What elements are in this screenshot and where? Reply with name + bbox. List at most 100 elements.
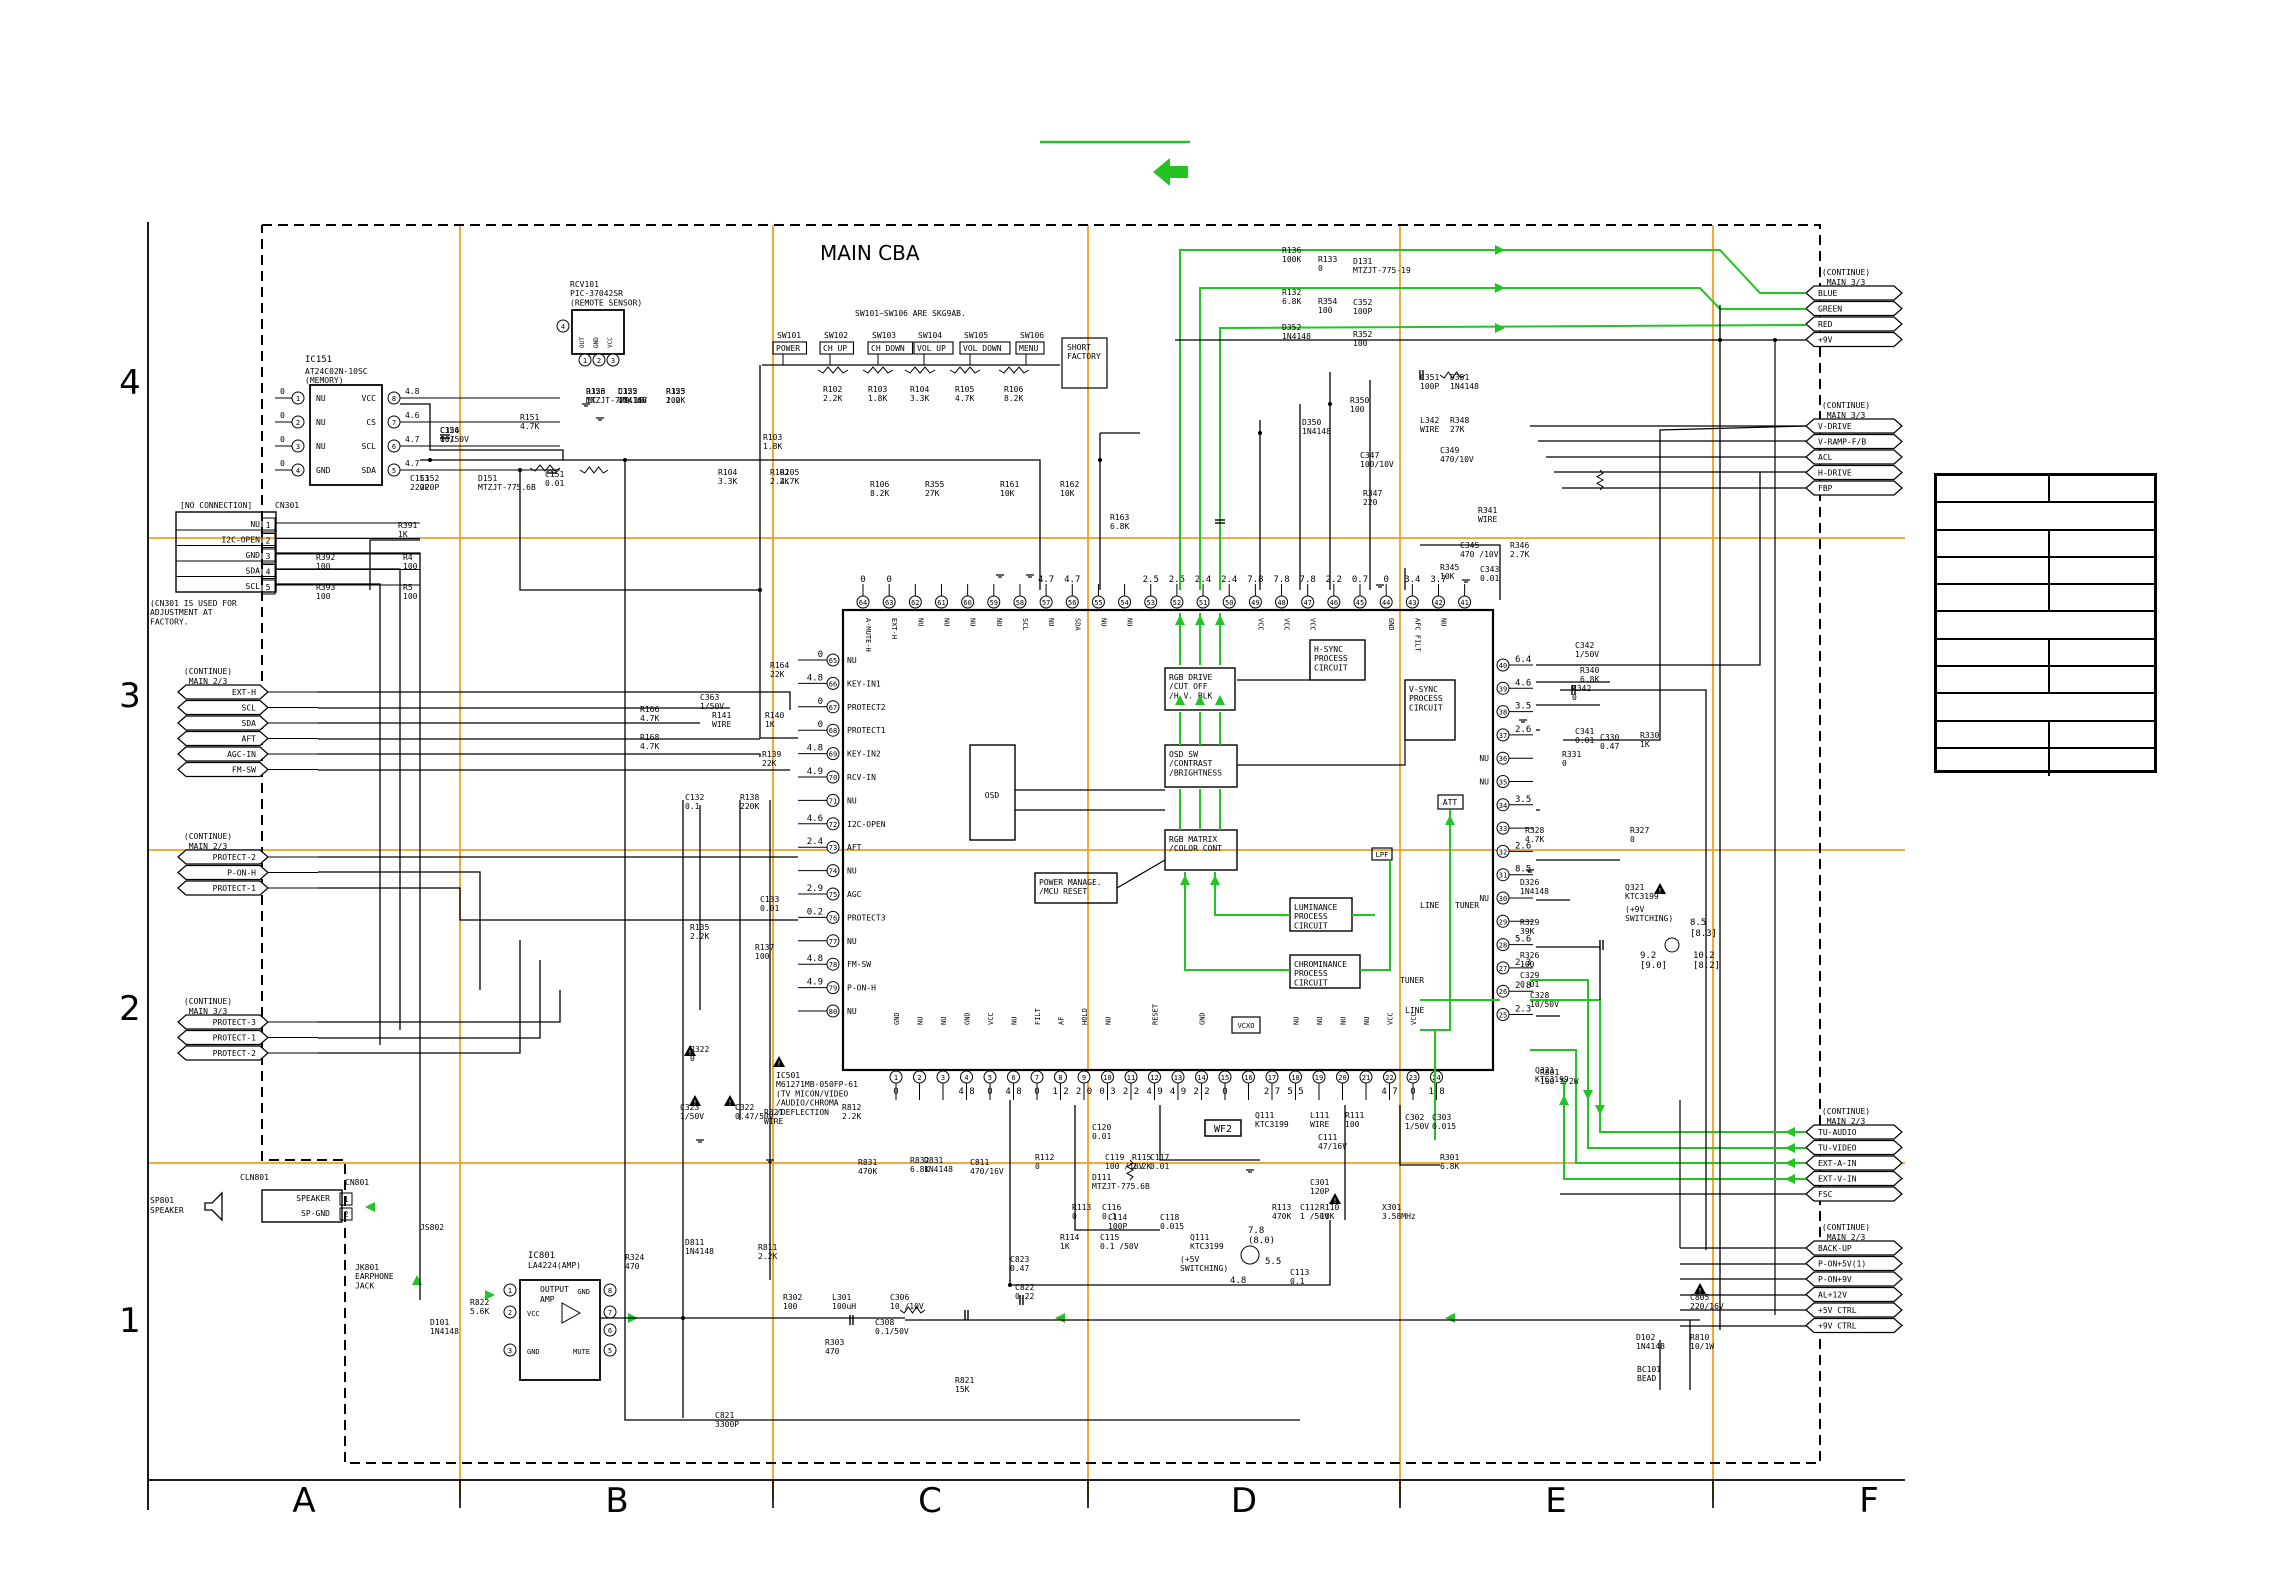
- back-arrow-icon[interactable]: [1153, 158, 1188, 186]
- component-value: 4.7K: [1525, 835, 1544, 844]
- component-value: WIRE: [1420, 425, 1439, 434]
- ic-right-pin-voltage: 5.6: [1515, 935, 1531, 945]
- ic-right-pin-voltage: 2.6: [1515, 841, 1531, 851]
- switch-button: [1015, 341, 1045, 355]
- component-ref: C119: [1105, 1153, 1124, 1162]
- component-value: 0.1: [440, 435, 455, 444]
- component-ref: R811: [758, 1243, 777, 1252]
- cn301-note: FACTORY.: [150, 617, 189, 626]
- ic-top-pin-number: 56: [1068, 599, 1076, 607]
- ic-left-pin-label: NU: [847, 656, 857, 665]
- ic-left-pin-number: 71: [829, 797, 837, 805]
- jack-label: EARPHONE: [355, 1272, 394, 1281]
- component-value: 0.1/50V: [875, 1327, 909, 1336]
- cn301-pin: I2C-OPEN: [221, 536, 260, 545]
- switch-label: VOL UP: [917, 344, 946, 353]
- ic-right-pin-voltage: 4.6: [1515, 678, 1531, 688]
- component-ref: C352: [1353, 298, 1372, 307]
- speaker-plug-label: CLN801: [240, 1173, 269, 1182]
- ic801-pin-number: 5: [608, 1347, 612, 1355]
- switch-ref: SW106: [1020, 331, 1044, 340]
- component-ref: R155: [666, 387, 685, 396]
- ic-bottom-pin-number: 4: [964, 1074, 968, 1082]
- ic-right-pin-number: 29: [1499, 918, 1507, 926]
- component-ref: R392: [316, 553, 335, 562]
- ic-left-pin-label: AGC: [847, 890, 862, 899]
- component-value: 1K: [398, 530, 408, 539]
- component-ref: R342: [1572, 684, 1591, 693]
- component-ref: C322: [735, 1103, 754, 1112]
- signal-arrow-icon: [1559, 1095, 1569, 1105]
- switch-label: MENU: [1019, 344, 1038, 353]
- component-value: KTC3199: [1255, 1120, 1289, 1129]
- signal-arrow-icon: [1495, 283, 1505, 293]
- component-ref: D322: [618, 387, 637, 396]
- rcv101-label: RCV101: [570, 280, 599, 289]
- ic-top-pin-voltage: 2.5: [1143, 575, 1159, 585]
- ic-bottom-pin-voltage: 2.2: [1123, 1087, 1139, 1097]
- component-ref: C805: [1690, 1293, 1709, 1302]
- right-wire: [1560, 689, 1707, 1250]
- component-ref: R113: [1272, 1203, 1291, 1212]
- ic-bottom-pin-number: 3: [941, 1074, 945, 1082]
- component-value: 2.2K: [1132, 1162, 1151, 1171]
- ic-left-pin-number: 69: [829, 751, 837, 759]
- ic801-pin: [603, 1283, 617, 1297]
- component-value: WIRE: [712, 720, 731, 729]
- ic-bottom-pin-label: FILT: [1034, 1007, 1042, 1025]
- resistor-icon: [998, 366, 1030, 374]
- switch-resistor-label: 2.2K: [823, 394, 842, 403]
- component-value: 6.8K: [1440, 1162, 1459, 1171]
- conn-left-main-signal: SCL: [242, 704, 257, 713]
- component-ref: R162: [1060, 480, 1079, 489]
- ic151-v: 4.8: [405, 387, 420, 396]
- signal-arrow-icon: [1180, 875, 1190, 885]
- component-ref: C329: [1520, 971, 1539, 980]
- vcxo-block: [1231, 1016, 1261, 1034]
- ic-top-pin-voltage: 2.4: [1195, 575, 1211, 585]
- rcv101-pin-label: VCC: [607, 337, 614, 348]
- att-route: [1420, 810, 1451, 1031]
- ic-right-pin-voltage: 2.8: [1515, 981, 1531, 991]
- ic-top-pin-number: 57: [1042, 599, 1050, 607]
- rgb-drive-block-label: /H.V. BLK: [1169, 691, 1213, 700]
- component-ref: C115: [1100, 1233, 1119, 1242]
- component-value: 1N4148: [1636, 1342, 1665, 1351]
- component-value: 0.1: [1290, 1277, 1305, 1286]
- ic-right-pin-number: 31: [1499, 872, 1507, 880]
- ic-left-pin-label: KEY-IN2: [847, 750, 881, 759]
- component-ref: R137: [755, 943, 774, 952]
- conn-rgb-continue: (CONTINUE): [1822, 268, 1870, 277]
- component-value: 470K: [858, 1167, 877, 1176]
- ic151-pin-label: SDA: [362, 466, 377, 475]
- conn-left-main-signal: EXT-H: [232, 688, 256, 697]
- component-ref: C341: [1575, 727, 1594, 736]
- resistor-icon: [899, 1306, 926, 1314]
- q321-label: Q321: [1625, 883, 1644, 892]
- component-ref: C823: [1010, 1255, 1029, 1264]
- component-value: 100 1/2W: [1540, 1077, 1579, 1086]
- junction-dot: [1773, 338, 1777, 342]
- cn301-note: ADJUSTMENT AT: [150, 608, 213, 617]
- ic-left-pin-voltage: 4.8: [807, 744, 823, 754]
- component-value: 0: [1562, 759, 1567, 768]
- ic151-pin-voltage: 0: [280, 435, 285, 444]
- component-ref: L301: [832, 1293, 851, 1302]
- component-ref: C152: [420, 474, 439, 483]
- switch-label: VOL DOWN: [963, 344, 1002, 353]
- protect-2b-wire: [318, 940, 521, 1054]
- switch-resistor-label: 1.8K: [868, 394, 887, 403]
- rcv101-pin-number: 1: [583, 357, 587, 365]
- component-ref: R832: [910, 1156, 929, 1165]
- ic-bottom-pin-label: NU: [917, 1017, 925, 1025]
- component-value: 1K: [1060, 1242, 1070, 1251]
- v-sync-link: [1237, 740, 1406, 766]
- component-value: 1/50V: [1575, 650, 1599, 659]
- rcv101-label: (REMOTE SENSOR): [570, 298, 642, 307]
- signal-arrow-icon: [1785, 1174, 1795, 1184]
- conn-deflection-signal: V-RAMP-F/B: [1818, 438, 1866, 447]
- ic-top-pin-label: GND: [1387, 618, 1395, 631]
- jack-label: JACK: [355, 1281, 374, 1290]
- ic-bottom-pin-label: NU: [1011, 1017, 1019, 1025]
